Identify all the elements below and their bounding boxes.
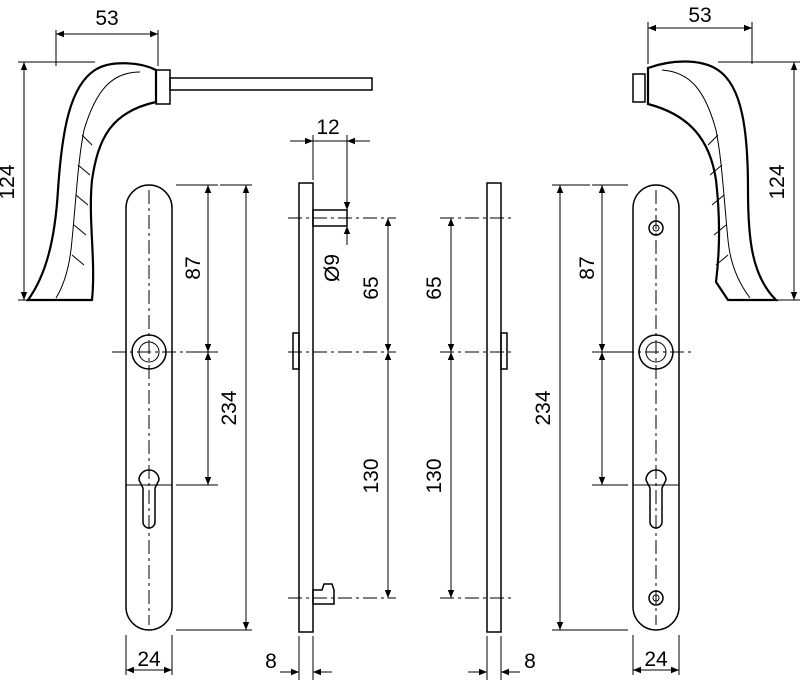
left-side-view [288,182,396,633]
dim-label: 65 [360,276,383,299]
dim-label: 12 [316,116,339,139]
dim-handle-left-height: 124 [0,61,95,301]
dim-label: 130 [360,458,383,493]
dim-side-left-upper: 65 [360,218,392,352]
dim-plate-left-width: 24 [125,635,173,675]
dim-side-left-lower: 130 [360,352,392,598]
dim-label: 53 [95,7,118,30]
dim-label: 65 [423,276,446,299]
dim-side-left-thickness: 8 [265,636,332,680]
dim-side-right-upper: 65 [423,218,455,352]
dim-plate-right-total: 234 [532,184,628,631]
dim-label: 8 [524,650,536,673]
dim-plate-left-upper: 87 [176,184,218,486]
dim-label: 24 [137,648,161,671]
dim-label: 87 [576,256,599,279]
dim-label: 234 [218,390,241,425]
dim-label: Ø9 [321,254,344,282]
dim-label: 24 [644,648,668,671]
dim-plate-right-upper: 87 [576,184,628,486]
right-side-view [440,182,512,633]
right-front-plate [620,184,694,631]
dim-plate-left-total: 234 [176,184,252,631]
dim-handle-left-width: 53 [55,7,159,66]
dim-pin-diameter: Ø9 [321,195,351,282]
dim-label: 124 [0,164,19,199]
dim-handle-right-width: 53 [647,4,753,64]
dim-label: 53 [688,4,711,27]
left-lever-handle [25,62,373,302]
dim-label: 8 [265,650,277,673]
dim-label: 130 [423,458,446,493]
right-lever-handle [632,60,779,302]
dim-handle-right-height: 124 [718,61,800,301]
dim-label: 124 [766,164,789,199]
dim-plate-right-width: 24 [632,635,680,675]
left-front-plate [112,184,186,631]
dim-label: 87 [182,256,205,279]
dim-pin-width: 12 [290,116,370,205]
dim-side-right-lower: 130 [423,352,455,598]
dim-side-right-thickness: 8 [468,636,536,680]
dim-label: 234 [532,390,555,425]
